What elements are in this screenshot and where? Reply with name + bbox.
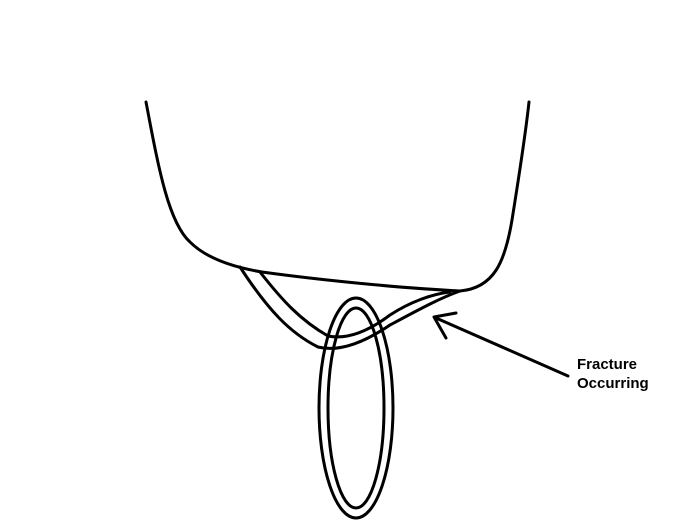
annotation-label: Fracture Occurring: [577, 356, 649, 392]
fracture-arrow-icon: [432, 311, 570, 378]
loop-strand-inner: [258, 270, 452, 339]
loop-strand-outer: [238, 265, 462, 350]
ring-outer: [317, 296, 395, 520]
body-outline: [144, 100, 531, 293]
annotation-line-1: Fracture: [577, 356, 637, 373]
ring-inner: [326, 306, 386, 510]
annotation-line-2: Occurring: [577, 375, 649, 392]
